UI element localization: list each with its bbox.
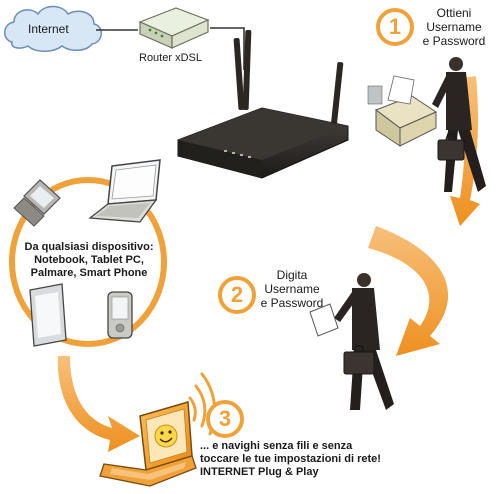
arrow-router-to-step2 [368, 226, 449, 356]
step3-line-1: ... e navighi senza fili e senza [200, 440, 353, 452]
step1-line-2: Username [426, 20, 482, 35]
router-xdsl-label: Router xDSL [139, 52, 202, 64]
step2-text: Digita Username e Password [256, 268, 328, 310]
step-number-3: 3 [206, 400, 244, 438]
step1-line-3: e Password [422, 34, 486, 49]
devices-text: Da qualsiasi dispositivo: Notebook, Tabl… [16, 241, 162, 280]
internet-label: Internet [28, 22, 69, 36]
connection-lines [96, 27, 245, 70]
arrow-step2-to-laptop [57, 356, 140, 452]
step1-line-1: Ottieni [436, 6, 472, 20]
businessman-icon [432, 57, 486, 192]
step2-line-1: Digita [276, 268, 308, 282]
step1-text: Ottieni Username e Password [418, 6, 490, 48]
step-number-2: 2 [218, 276, 256, 314]
step-number-1: 1 [376, 8, 414, 46]
step3-line-2: toccare le tue impostazioni di rete! [200, 452, 381, 465]
ticket-printer-icon [367, 75, 438, 147]
pda-icon [107, 291, 133, 339]
step3-text: ... e navighi senza fili e senza toccare… [200, 440, 450, 479]
wireless-router-icon [177, 29, 349, 179]
cloud-icon [4, 5, 102, 52]
devices-line-3: Palmare, Smart Phone [30, 266, 148, 279]
step2-line-3: e Password [260, 296, 324, 311]
modem-icon [138, 7, 210, 49]
step2-line-2: Username [264, 282, 320, 297]
device-ring [9, 177, 167, 347]
smartphone-icon [13, 179, 61, 227]
tablet-icon [29, 283, 67, 347]
businessman-icon [309, 273, 394, 410]
laptop-icon [88, 159, 161, 223]
step3-line-3: INTERNET Plug & Play [200, 465, 319, 478]
smiley-laptop-icon [99, 401, 197, 487]
devices-line-1: Da qualsiasi dispositivo: [24, 241, 154, 253]
devices-line-2: Notebook, Tablet PC, [34, 253, 144, 266]
